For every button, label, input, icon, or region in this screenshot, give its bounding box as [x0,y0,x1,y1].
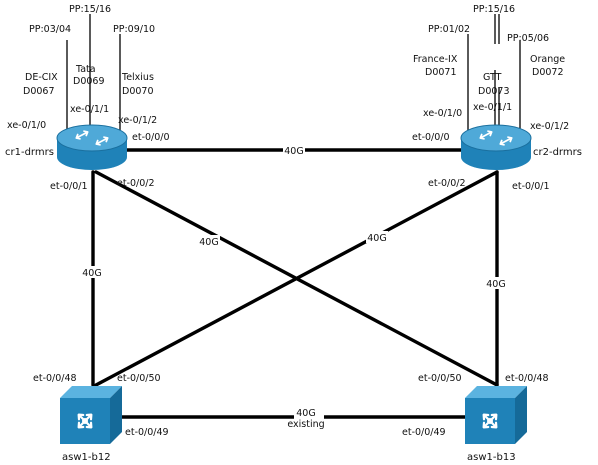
cr2-port-xe010: xe-0/1/0 [423,108,462,119]
cr1-peer-3-name: Telxius [121,72,154,83]
cr2-port-et002: et-0/0/2 [428,178,466,189]
switch-asw1-b12-icon[interactable] [60,386,122,444]
cr2-peer-2-pp: PP:15/16 [473,4,515,15]
switch-asw1-b13-icon[interactable] [465,386,527,444]
cr1-peer-1-circuit: D0067 [23,86,55,97]
router-cr2-icon[interactable] [460,124,532,170]
link-label-cr2-asw1: 40G [367,233,386,244]
cr2-port-et001: et-0/0/1 [512,181,550,192]
asw2-port-et049: et-0/0/49 [402,427,446,438]
asw1-port-et048: et-0/0/48 [33,373,77,384]
cr1-peer-1-name: DE-CIX [25,72,58,83]
cr1-peer-3-circuit: D0070 [122,86,154,97]
cr2-port-xe012: xe-0/1/2 [530,121,569,132]
router-cr2-name: cr2-drmrs [533,147,582,158]
cr1-port-et002: et-0/0/2 [117,178,155,189]
cr2-peer-1-pp: PP:01/02 [428,24,470,35]
cr1-peer-2-name: Tata [75,64,96,75]
cr1-peer-1-pp: PP:03/04 [29,24,71,35]
cr1-port-et000: et-0/0/0 [132,132,170,143]
cr2-port-xe011: xe-0/1/1 [473,102,512,113]
cr1-peer-3-pp: PP:09/10 [113,24,155,35]
patch-lines [66,14,521,132]
cr2-port-et000: et-0/0/0 [412,132,450,143]
cr2-peer-1-circuit: D0071 [425,67,457,78]
cr2-peer-3-circuit: D0072 [532,67,564,78]
switch-asw1-b13-name: asw1-b13 [467,452,516,463]
asw2-port-et048: et-0/0/48 [505,373,549,384]
cr2-peer-3-name: Orange [530,54,565,65]
cr1-port-xe012: xe-0/1/2 [118,115,157,126]
link-label-asw1-asw2: 40G [296,408,315,419]
cr2-peer-2-name: GTT [483,72,502,83]
link-label-cr1-cr2: 40G [284,146,303,157]
cr1-port-xe011: xe-0/1/1 [70,104,109,115]
cr1-peer-2-pp: PP:15/16 [69,4,111,15]
cr2-peer-1-name: France-IX [413,54,458,65]
cr1-peer-2-circuit: D0069 [73,76,105,87]
asw1-port-et049: et-0/0/49 [125,427,169,438]
link-label-cr1-asw1: 40G [82,268,101,279]
router-cr1-icon[interactable] [56,124,128,170]
cr2-peer-3-pp: PP:05/06 [507,33,549,44]
asw1-port-et050: et-0/0/50 [117,373,161,384]
link-cr2-asw1 [94,170,499,387]
link-label-cr2-asw2: 40G [486,279,505,290]
link-note-asw1-asw2: existing [287,419,324,430]
router-cr1-name: cr1-drmrs [5,147,54,158]
cr2-peer-2-circuit: D0073 [478,86,510,97]
cr1-port-xe010: xe-0/1/0 [7,120,46,131]
asw2-port-et050: et-0/0/50 [418,373,462,384]
link-label-cr1-asw2: 40G [199,237,218,248]
switch-asw1-b12-name: asw1-b12 [62,452,111,463]
link-labels: 40G 40G 40G 40G 40G 40G existing [81,144,507,431]
cr1-port-et001: et-0/0/1 [50,181,88,192]
